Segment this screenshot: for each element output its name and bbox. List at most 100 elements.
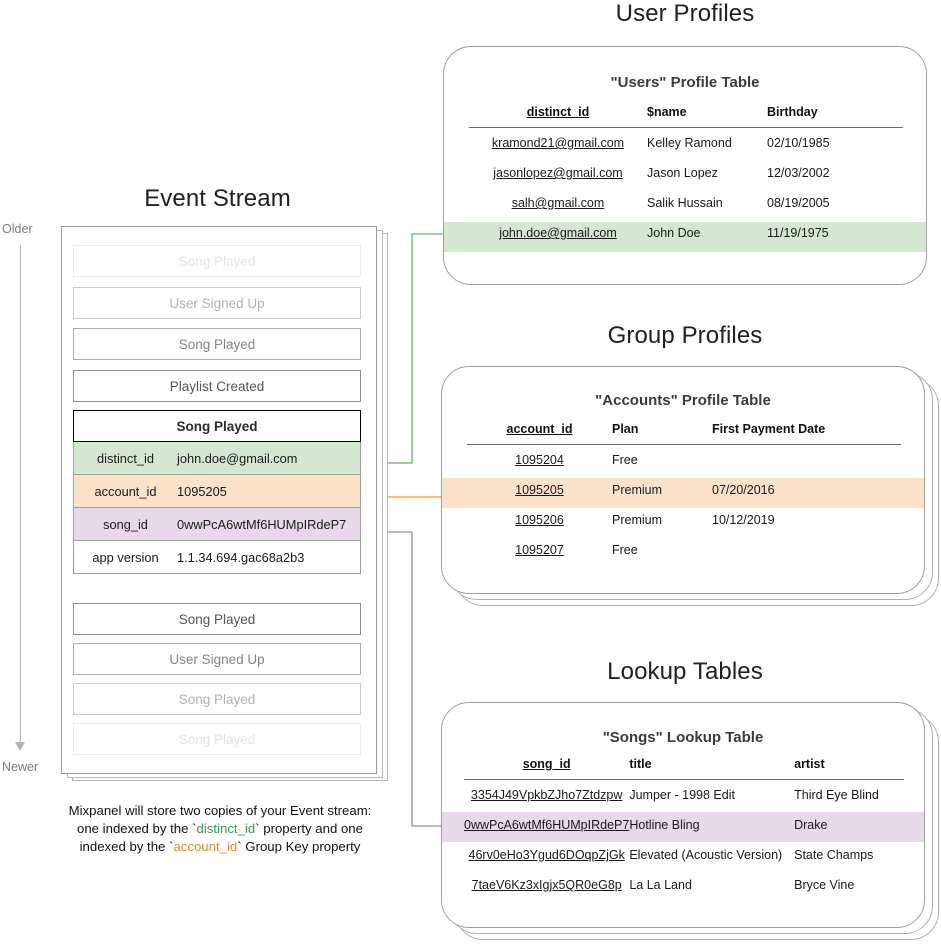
table-body: 1095204 Free 1095205 Premium 07/20/2016 … [467, 445, 901, 566]
cell-first-payment-date: 07/20/2016 [712, 483, 775, 497]
cell-birthday: 12/03/2002 [767, 166, 830, 180]
event-property-song-id: song_id 0wwPcA6wtMf6HUMpIRdeP7 [73, 508, 361, 541]
property-value: 1095205 [177, 483, 227, 499]
cell-distinct-id: salh@gmail.com [511, 196, 605, 210]
songs-lookup-table: song_id title artist 3354J49VpkbZJho7Ztd… [464, 757, 904, 900]
songs-table-title: "Songs" Lookup Table [602, 729, 764, 746]
table-row[interactable]: 46rv0eHo3Ygud6DOqpZjGk Elevated (Acousti… [464, 840, 904, 870]
table-row-highlighted[interactable]: john.doe@gmail.com John Doe 11/19/1975 [469, 218, 903, 248]
user-profiles-title: User Profiles [615, 0, 755, 27]
table-row[interactable]: kramond21@gmail.com Kelley Ramond 02/10/… [469, 128, 903, 159]
cell-song-id: 46rv0eHo3Ygud6DOqpZjGk [468, 848, 625, 862]
cell-title: Hotline Bling [629, 818, 700, 832]
cell-birthday: 08/19/2005 [767, 196, 830, 210]
cell-artist: Bryce Vine [794, 878, 855, 892]
caption-line-1: Mixpanel will store two copies of your E… [68, 803, 372, 818]
cell-account-id: 1095204 [515, 453, 564, 467]
event-item[interactable]: Song Played [73, 683, 361, 715]
property-value: 1.1.34.694.gac68a2b3 [177, 549, 305, 565]
table-row[interactable]: 3354J49VpkbZJho7Ztdzpw Jumper - 1998 Edi… [464, 780, 904, 811]
time-axis-line [20, 245, 21, 745]
cell-plan: Free [612, 453, 638, 467]
event-property-account-id: account_id 1095205 [73, 475, 361, 508]
cell-name: Kelley Ramond [647, 136, 732, 150]
table-row[interactable]: 1095204 Free [467, 445, 901, 476]
users-profile-card: "Users" Profile Table distinct_id $name … [443, 46, 927, 285]
cell-song-id: 0wwPcA6wtMf6HUMpIRdeP7 [464, 818, 630, 832]
column-header-distinct-id: distinct_id [526, 105, 590, 119]
event-item[interactable]: Song Played [73, 603, 361, 635]
table-row-highlighted[interactable]: 0wwPcA6wtMf6HUMpIRdeP7 Hotline Bling Dra… [464, 810, 904, 840]
focused-event-name: Song Played [73, 410, 361, 442]
property-key: account_id [94, 483, 157, 499]
cell-distinct-id: kramond21@gmail.com [491, 136, 625, 150]
accounts-table-title: "Accounts" Profile Table [595, 392, 771, 409]
table-body: 3354J49VpkbZJho7Ztdzpw Jumper - 1998 Edi… [464, 780, 904, 901]
table-header: song_id title artist [464, 757, 904, 780]
table-row[interactable]: 1095207 Free [467, 535, 901, 565]
column-header-birthday: Birthday [767, 105, 818, 119]
lookup-tables-card-stack: "Songs" Lookup Table song_id title artis… [441, 702, 941, 951]
table-header-row: account_id Plan First Payment Date [467, 422, 901, 445]
cell-song-id: 3354J49VpkbZJho7Ztdzpw [470, 788, 623, 802]
accounts-row-highlight-band [442, 478, 924, 508]
user-profiles-card-stack: "Users" Profile Table distinct_id $name … [443, 46, 927, 285]
event-property-app-version: app version 1.1.34.694.gac68a2b3 [73, 541, 361, 574]
event-item[interactable]: Song Played [73, 245, 361, 277]
lookup-tables-title: Lookup Tables [607, 658, 763, 685]
event-item[interactable]: Playlist Created [73, 370, 361, 402]
users-profile-table: distinct_id $name Birthday kramond21@gma… [469, 105, 903, 248]
time-axis-older-label: Older [2, 222, 33, 236]
group-profiles-card-stack: "Accounts" Profile Table account_id Plan… [441, 366, 941, 616]
cell-account-id: 1095205 [515, 483, 564, 497]
property-key: distinct_id [97, 450, 154, 466]
column-header-name: $name [647, 105, 687, 119]
songs-lookup-card: "Songs" Lookup Table song_id title artis… [441, 702, 925, 928]
table-row-highlighted[interactable]: 1095205 Premium 07/20/2016 [467, 475, 901, 505]
songs-row-highlight-band [442, 812, 924, 842]
table-row[interactable]: jasonlopez@gmail.com Jason Lopez 12/03/2… [469, 158, 903, 188]
cell-first-payment-date [712, 445, 901, 476]
event-item[interactable]: Song Played [73, 723, 361, 755]
cell-birthday: 02/10/1985 [767, 136, 830, 150]
caption-token-account-id: account_id [173, 839, 238, 854]
column-header-title: title [629, 757, 652, 771]
accounts-profile-table: account_id Plan First Payment Date 10952… [467, 422, 901, 565]
cell-song-id: 7taeV6Kz3xIgjx5QR0eG8p [471, 878, 622, 892]
cell-birthday: 11/19/1975 [767, 226, 829, 240]
caption-line-3: indexed by the `account_id` Group Key pr… [79, 839, 361, 854]
cell-artist: Third Eye Blind [794, 788, 879, 802]
users-row-highlight-band [444, 222, 926, 252]
caption-line-2: one indexed by the `distinct_id` propert… [77, 821, 363, 836]
cell-distinct-id: john.doe@gmail.com [499, 226, 617, 240]
accounts-profile-card: "Accounts" Profile Table account_id Plan… [441, 366, 925, 594]
cell-name: John Doe [647, 226, 701, 240]
cell-title: La La Land [629, 878, 692, 892]
cell-first-payment-date: 10/12/2019 [712, 513, 775, 527]
column-header-song-id: song_id [522, 757, 571, 771]
time-axis-newer-label: Newer [2, 760, 39, 774]
event-property-distinct-id: distinct_id john.doe@gmail.com [73, 442, 361, 475]
event-item[interactable]: Song Played [73, 328, 361, 360]
property-key: song_id [103, 516, 148, 532]
property-value: john.doe@gmail.com [177, 450, 298, 466]
table-row[interactable]: 1095206 Premium 10/12/2019 [467, 505, 901, 535]
table-row[interactable]: 7taeV6Kz3xIgjx5QR0eG8p La La Land Bryce … [464, 870, 904, 900]
group-profiles-title: Group Profiles [607, 322, 763, 349]
cell-plan: Premium [612, 513, 663, 527]
table-header: distinct_id $name Birthday [469, 105, 903, 128]
table-row[interactable]: salh@gmail.com Salik Hussain 08/19/2005 [469, 188, 903, 218]
focused-event-card[interactable]: Song Played distinct_id john.doe@gmail.c… [73, 410, 361, 574]
cell-name: Jason Lopez [647, 166, 718, 180]
column-header-account-id: account_id [506, 422, 573, 436]
cell-first-payment-date [712, 535, 901, 565]
cell-plan: Free [612, 543, 638, 557]
event-item[interactable]: User Signed Up [73, 643, 361, 675]
caption-token-distinct-id: distinct_id [196, 821, 256, 836]
cell-title: Elevated (Acoustic Version) [629, 848, 783, 862]
event-item[interactable]: User Signed Up [73, 287, 361, 319]
cell-account-id: 1095207 [515, 543, 564, 557]
cell-distinct-id: jasonlopez@gmail.com [493, 166, 623, 180]
time-axis-arrow-icon [15, 742, 25, 751]
